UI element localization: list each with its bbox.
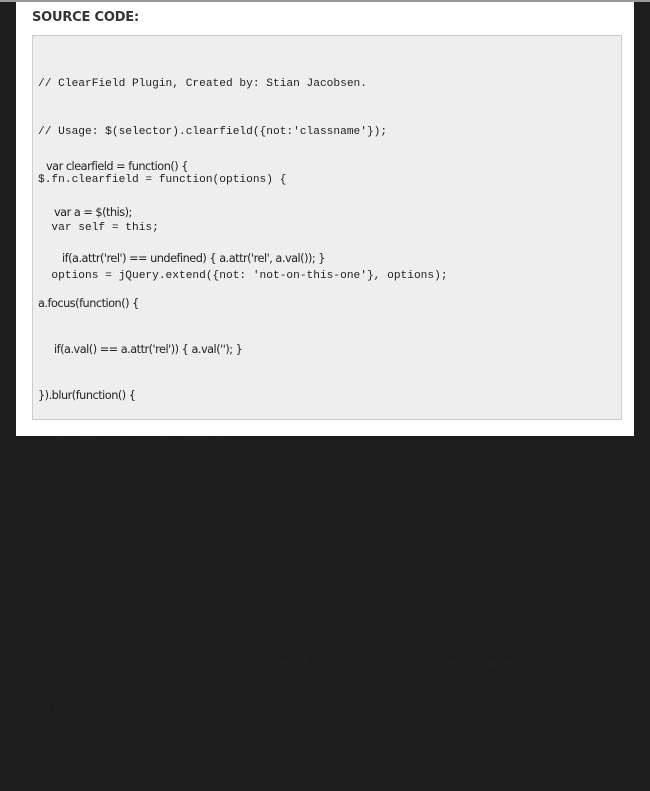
code-line: }); (38, 480, 52, 494)
code-line-blank (33, 569, 527, 582)
code-line: if(a.attr('rel') == undefined) { a.attr(… (62, 251, 325, 265)
code-line: if(a.val() == a.attr('rel')) { a.val('')… (54, 343, 243, 357)
code-line: $.fn.clearfield = function(options) { (38, 174, 287, 186)
code-sans-section: var clearfield = function() { var a = $(… (33, 131, 527, 791)
code-line: }); (46, 702, 60, 716)
code-line: // ClearField Plugin, Created by: Stian … (38, 78, 367, 90)
code-line: a.focus(function() { (38, 297, 139, 311)
code-line: if(a.val() == '') { a.val(a.attr('rel'))… (54, 434, 243, 448)
code-line: // Usage: $(selector).clearfield({not:'c… (38, 126, 388, 138)
code-mono-section: // ClearField Plugin, Created by: Stian … (33, 44, 448, 316)
code-line: $('input[@type=text], input[@type=passwo… (62, 656, 527, 670)
code-line: }).blur(function() { (38, 388, 136, 402)
code-block: // ClearField Plugin, Created by: Stian … (32, 35, 622, 762)
code-line: options = jQuery.extend({not: 'not-on-th… (38, 270, 448, 282)
code-line: var a = $(this); (54, 205, 132, 219)
code-line: var clearfield = function() { (46, 160, 188, 173)
content-panel: SOURCE CODE: // ClearField Plugin, Creat… (16, 2, 634, 762)
section-title: SOURCE CODE: (32, 10, 139, 25)
top-border (0, 0, 650, 2)
code-line: var self = this; (38, 222, 159, 234)
code-line: } (38, 748, 45, 762)
code-line: }; (46, 526, 56, 540)
code-line: return self.each(function() { (46, 611, 190, 625)
